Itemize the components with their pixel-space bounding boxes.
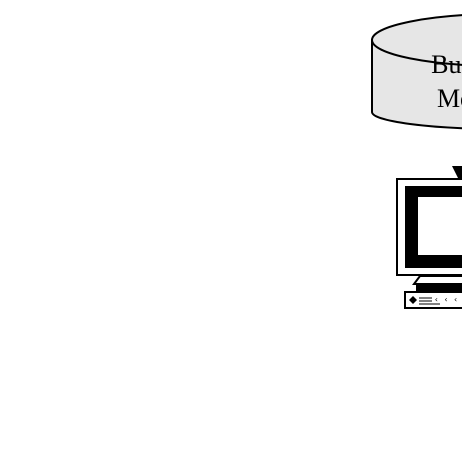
computer-workstation-icon: ‹ ‹ ‹ ‹ (396, 178, 462, 309)
arrow-down-icon (452, 166, 462, 178)
database-label-line2: Mo (436, 84, 462, 113)
database-cylinder-icon (371, 14, 462, 130)
svg-text:‹ ‹ ‹ ‹: ‹ ‹ ‹ ‹ (434, 295, 462, 304)
database-label: Busi Mo (400, 48, 462, 116)
database-label-line1: Busi (431, 50, 462, 79)
